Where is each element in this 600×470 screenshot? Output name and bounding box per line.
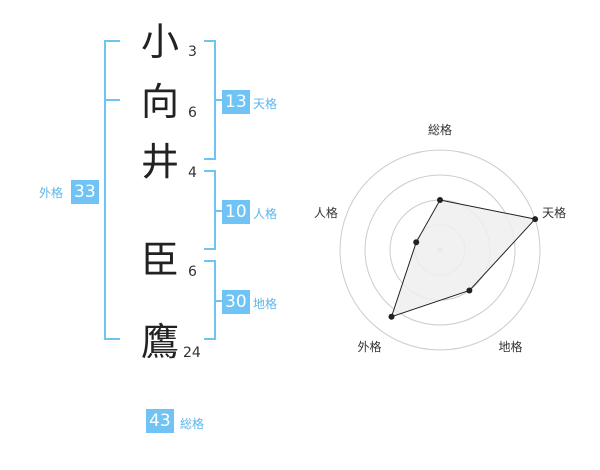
radar-point-1 xyxy=(532,216,539,223)
stroke-count-5: 24 xyxy=(183,345,201,361)
chikaku-bracket-tick xyxy=(216,300,222,302)
radar-point-3 xyxy=(388,313,395,320)
jinkaku-badge: 10 xyxy=(222,200,250,224)
tenkaku-badge: 13 xyxy=(222,90,250,114)
jinkaku-bracket-tick xyxy=(216,210,222,212)
tenkaku-bracket-tick xyxy=(216,99,222,101)
soukaku-label: 総格 xyxy=(180,417,205,431)
radar-axis-label-4: 人格 xyxy=(314,205,338,220)
stroke-count-4: 6 xyxy=(188,264,197,280)
radar-point-4 xyxy=(413,239,420,246)
tenkaku-bracket xyxy=(204,40,216,160)
radar-axis-label-2: 地格 xyxy=(498,339,522,354)
name-char-2: 向 xyxy=(140,80,179,124)
gaikaku-bracket xyxy=(104,40,120,340)
radar-axis-label-3: 外格 xyxy=(357,339,381,354)
gaikaku-label: 外格 xyxy=(39,186,64,200)
gaikaku-badge: 33 xyxy=(71,180,99,204)
radar-point-2 xyxy=(466,287,473,294)
radar-axis-label-0: 総格 xyxy=(428,122,452,137)
name-char-3: 井 xyxy=(140,140,179,184)
radar-area xyxy=(390,199,537,318)
chikaku-badge: 30 xyxy=(222,290,250,314)
radar-point-0 xyxy=(437,197,443,203)
radar-points xyxy=(388,197,539,320)
chikaku-label: 地格 xyxy=(253,297,278,311)
radar-ring-3 xyxy=(364,174,516,326)
soukaku-badge: 43 xyxy=(146,409,174,433)
radar-axis-label-1: 天格 xyxy=(542,205,566,220)
tenkaku-label: 天格 xyxy=(253,97,278,111)
jinkaku-label: 人格 xyxy=(253,207,278,221)
jinkaku-bracket xyxy=(204,170,216,250)
gaikaku-bracket-tick xyxy=(104,99,120,101)
stroke-count-3: 4 xyxy=(188,165,197,181)
stroke-count-2: 6 xyxy=(188,105,197,121)
name-char-4: 臣 xyxy=(140,238,179,282)
name-char-5: 鷹 xyxy=(140,320,179,364)
chikaku-bracket xyxy=(204,260,216,340)
name-char-1: 小 xyxy=(140,20,179,64)
radar-ring-4 xyxy=(339,149,541,351)
stroke-count-1: 3 xyxy=(188,44,197,60)
